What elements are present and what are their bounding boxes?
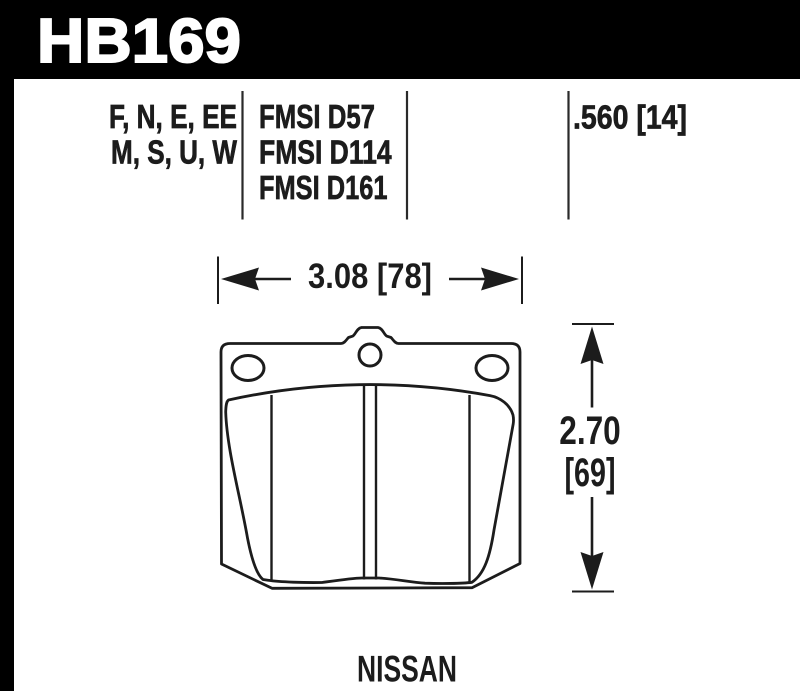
svg-text:F, N, E, EE: F, N, E, EE <box>109 99 237 136</box>
svg-text:3.08 [78]: 3.08 [78] <box>308 257 432 296</box>
svg-text:FMSI D114: FMSI D114 <box>259 135 392 172</box>
svg-text:FMSI D161: FMSI D161 <box>259 170 388 207</box>
svg-text:M, S, U, W: M, S, U, W <box>111 135 237 172</box>
svg-text:.560 [14]: .560 [14] <box>573 100 687 137</box>
svg-text:[69]: [69] <box>565 451 616 495</box>
svg-text:FMSI D57: FMSI D57 <box>259 99 375 136</box>
svg-text:2.70: 2.70 <box>559 409 621 453</box>
svg-text:HB169: HB169 <box>37 6 241 76</box>
svg-text:NISSAN: NISSAN <box>357 649 457 690</box>
